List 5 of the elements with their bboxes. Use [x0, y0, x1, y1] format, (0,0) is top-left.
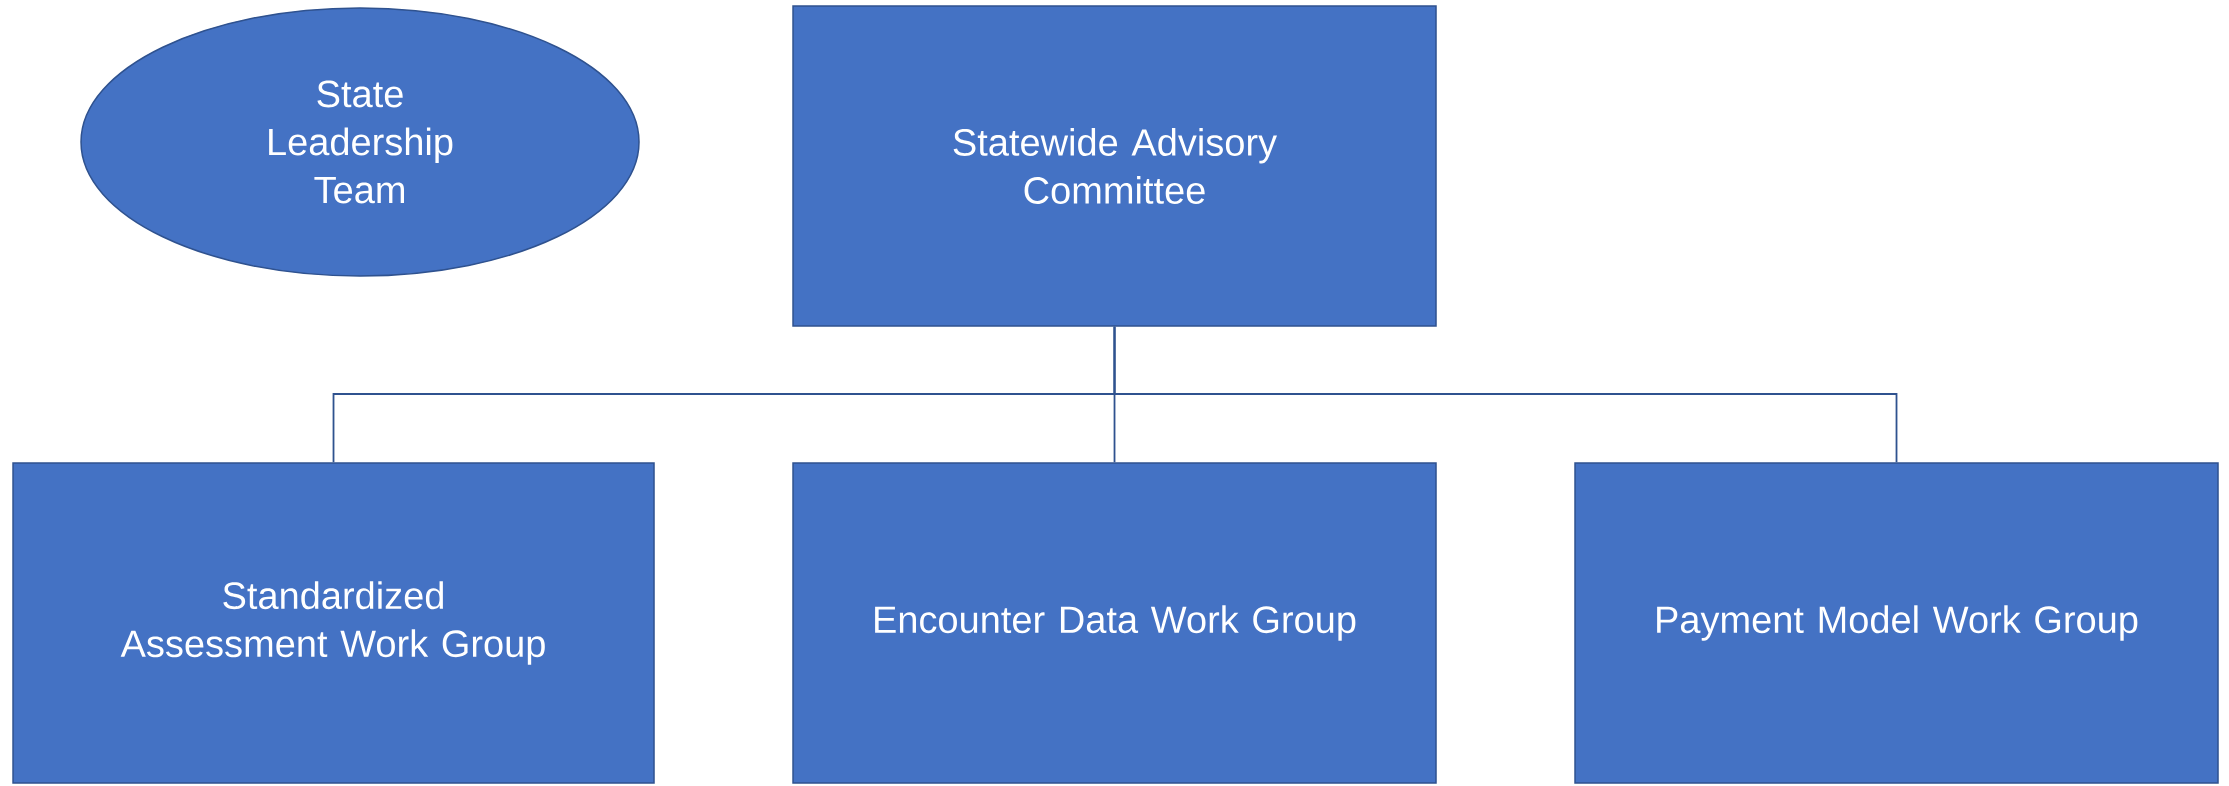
committee-box: Payment Model Work Group	[1574, 462, 2219, 784]
committee-box: Standardized Assessment Work Group	[12, 462, 655, 784]
connector-line	[1113, 325, 1898, 464]
committee-box: Statewide Advisory Committee	[792, 5, 1437, 327]
committee-box: Encounter Data Work Group	[792, 462, 1437, 784]
